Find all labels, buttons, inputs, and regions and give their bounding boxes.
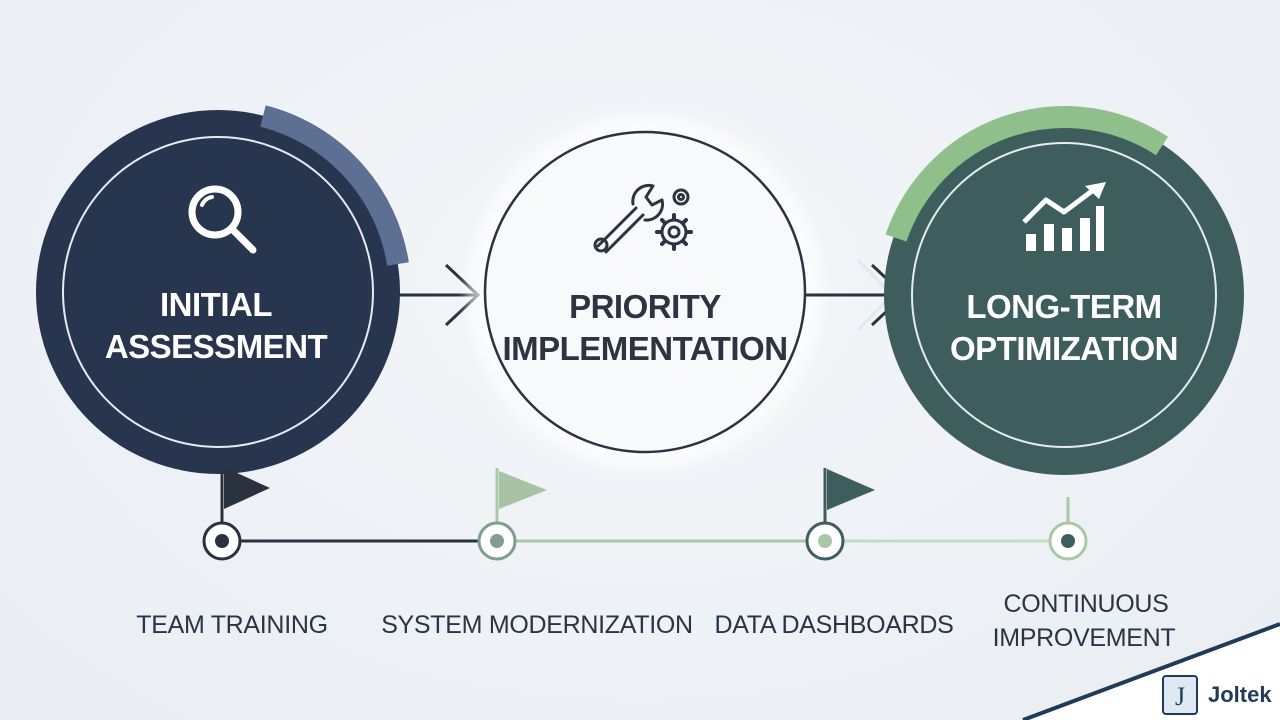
phase-circle-bg bbox=[36, 110, 400, 474]
wrench-gear-icon bbox=[593, 183, 693, 254]
joltek-logo-icon: J bbox=[1162, 675, 1198, 715]
phase-inner-ring bbox=[911, 142, 1217, 448]
phase-title-line1: PRIORITY bbox=[569, 288, 721, 325]
flag-icon bbox=[220, 466, 270, 522]
logo-mark: J bbox=[1175, 682, 1185, 711]
milestone-label: SYSTEM MODERNIZATION bbox=[381, 611, 693, 639]
timeline-node bbox=[477, 521, 517, 561]
timeline bbox=[202, 466, 1088, 561]
phase-title-line2: ASSESSMENT bbox=[105, 328, 328, 365]
phase-title-line1: LONG-TERM bbox=[966, 288, 1161, 325]
phase-long-term-optimization: LONG-TERM OPTIMIZATION bbox=[884, 106, 1244, 475]
phase-circle-bg bbox=[884, 115, 1244, 475]
milestone-label: CONTINUOUS bbox=[1003, 590, 1168, 618]
progress-arc bbox=[885, 106, 1169, 242]
phase-inner-ring bbox=[62, 136, 374, 448]
milestone-label: TEAM TRAINING bbox=[136, 611, 328, 639]
phase-title-line1: INITIAL bbox=[160, 286, 272, 323]
milestone-label: IMPROVEMENT bbox=[993, 624, 1176, 652]
magnifier-icon bbox=[188, 185, 257, 254]
brand-name: Joltek bbox=[1208, 682, 1272, 707]
timeline-node bbox=[805, 521, 845, 561]
phase-priority-implementation: PRIORITY IMPLEMENTATION bbox=[467, 114, 823, 470]
flag-icon bbox=[823, 468, 875, 522]
milestone-label: DATA DASHBOARDS bbox=[714, 611, 953, 639]
brand-divider bbox=[1022, 622, 1280, 720]
arrow-connector bbox=[398, 263, 481, 327]
phase-title-line2: OPTIMIZATION bbox=[950, 330, 1178, 367]
timeline-node bbox=[202, 521, 242, 561]
brand-corner: J Joltek bbox=[1022, 622, 1280, 720]
flag-icon bbox=[495, 468, 547, 522]
growth-chart-icon bbox=[1022, 182, 1106, 251]
phase-title-line2: IMPLEMENTATION bbox=[502, 330, 787, 367]
timeline-node bbox=[1048, 521, 1088, 561]
phase-circle-bg bbox=[483, 130, 807, 454]
phase-initial-assessment: INITIAL ASSESSMENT bbox=[36, 105, 409, 474]
progress-arc bbox=[260, 105, 409, 266]
